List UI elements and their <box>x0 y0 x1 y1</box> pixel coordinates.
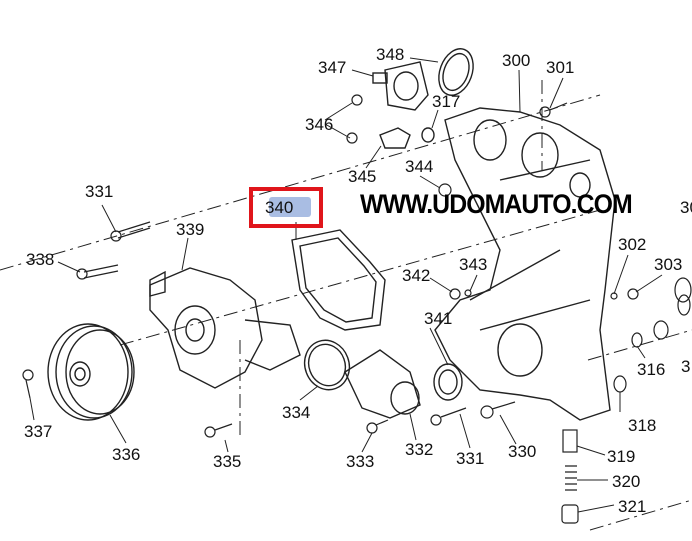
part-label-335[interactable]: 335 <box>213 452 242 471</box>
part-label-340[interactable]: 340 <box>265 198 294 217</box>
pulley-336 <box>47 323 135 421</box>
part-label-348[interactable]: 348 <box>376 45 405 64</box>
part-label-336[interactable]: 336 <box>112 445 141 464</box>
thermostat-housing-347 <box>372 61 429 111</box>
part-label-345[interactable]: 345 <box>348 167 377 186</box>
front-cover-300 <box>434 107 616 421</box>
part-label-344[interactable]: 344 <box>405 157 434 176</box>
part-label-339[interactable]: 339 <box>176 220 205 239</box>
part-label-301[interactable]: 301 <box>546 58 575 77</box>
part-label-346[interactable]: 346 <box>305 115 334 134</box>
seal-348 <box>438 48 474 96</box>
sensor-345 <box>379 127 411 149</box>
o-ring-334 <box>303 339 351 391</box>
part-label-321[interactable]: 321 <box>618 497 647 516</box>
part-label-30-clipped[interactable]: 30 <box>680 198 692 217</box>
part-label-319[interactable]: 319 <box>607 447 636 466</box>
part-label-320[interactable]: 320 <box>612 472 641 491</box>
highlight-fill <box>269 197 311 217</box>
part-label-341[interactable]: 341 <box>424 309 453 328</box>
part-label-302[interactable]: 302 <box>618 235 647 254</box>
part-label-317[interactable]: 317 <box>432 92 461 111</box>
part-label-331-top[interactable]: 331 <box>85 182 114 201</box>
part-label-330[interactable]: 330 <box>508 442 537 461</box>
part-label-342[interactable]: 342 <box>402 266 431 285</box>
leader-lines <box>29 57 663 513</box>
part-label-347[interactable]: 347 <box>318 58 347 77</box>
part-label-332[interactable]: 332 <box>405 440 434 459</box>
part-label-318[interactable]: 318 <box>628 416 657 435</box>
part-label-337[interactable]: 337 <box>24 422 53 441</box>
water-pump-339 <box>149 267 301 389</box>
part-label-331-bottom[interactable]: 331 <box>456 449 485 468</box>
part-label-316[interactable]: 316 <box>637 360 666 379</box>
part-label-303[interactable]: 303 <box>654 255 683 274</box>
watermark: WWW.UDOMAUTO.COM <box>360 189 633 219</box>
washer-317 <box>421 127 435 143</box>
part-label-333[interactable]: 333 <box>346 452 375 471</box>
part-label-338[interactable]: 338 <box>26 250 55 269</box>
part-label-3-clipped[interactable]: 3 <box>681 357 691 376</box>
part-label-334[interactable]: 334 <box>282 403 311 422</box>
highlight-box-340: 340 <box>249 187 323 228</box>
part-label-343[interactable]: 343 <box>459 255 488 274</box>
gasket-340 <box>291 229 386 331</box>
part-label-300[interactable]: 300 <box>502 51 531 70</box>
outlet-332 <box>344 349 421 419</box>
